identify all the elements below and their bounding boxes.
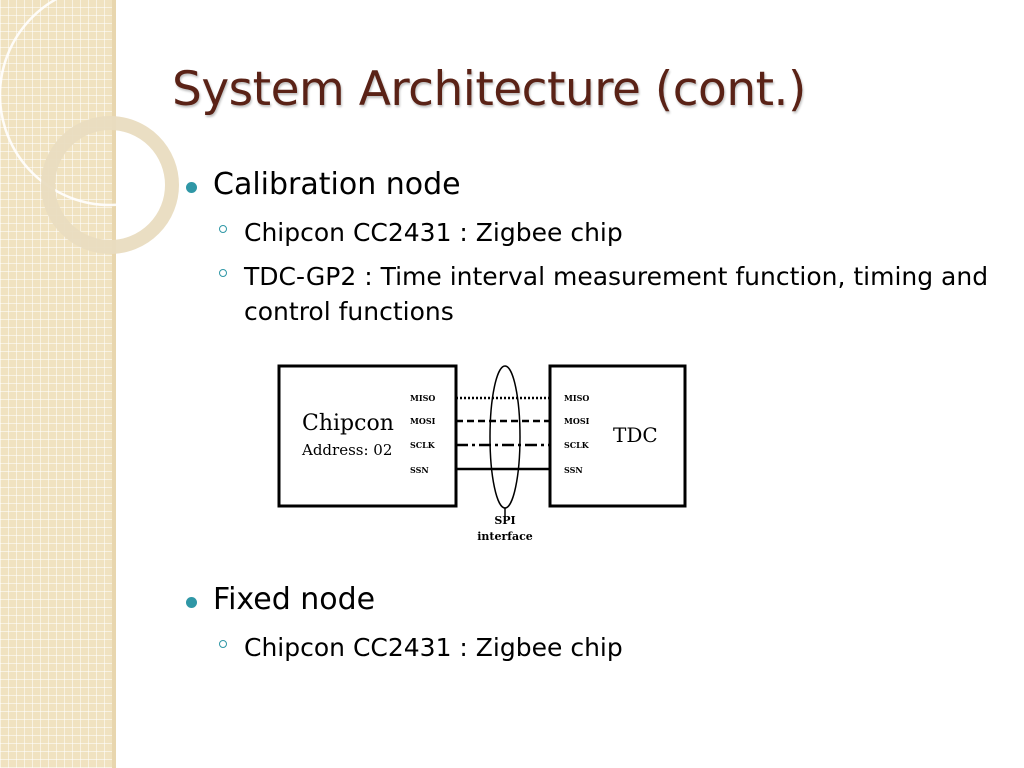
signal-label-left: SSN: [410, 465, 429, 475]
spi-bundle-ellipse: [489, 365, 521, 509]
bullet-label: Calibration node: [213, 167, 461, 202]
sub-bullet-ring-icon: [219, 269, 227, 277]
signal-label-right: SSN: [564, 465, 583, 475]
signal-label-left: MOSI: [410, 416, 436, 426]
chipcon-block: [277, 364, 458, 508]
slide-title: System Architecture (cont.): [172, 62, 806, 117]
signal-label-right: MISO: [564, 393, 589, 403]
signal-label-left: MISO: [410, 393, 435, 403]
chipcon-address: Address: 02: [301, 441, 392, 459]
sub-bullet-ring-icon: [219, 225, 227, 233]
tdc-label: TDC: [613, 423, 658, 447]
sub-bullet-text: Chipcon CC2431 : Zigbee chip: [244, 633, 623, 662]
spi-diagram: Chipcon Address: 02 TDC MISO MOSI SCLK S…: [277, 364, 687, 543]
spi-label: SPI: [494, 514, 515, 527]
signal-label-right: MOSI: [564, 416, 590, 426]
sub-bullet-text: TDC-GP2 : Time interval measurement func…: [244, 262, 989, 326]
bullet-label: Fixed node: [213, 582, 376, 617]
chipcon-label: Chipcon: [302, 411, 394, 436]
signal-label-right: SCLK: [564, 440, 590, 450]
bullet-dot-icon: [186, 182, 197, 193]
tdc-block: [548, 364, 687, 508]
signal-label-left: SCLK: [410, 440, 436, 450]
sub-bullet-ring-icon: [219, 640, 227, 648]
sub-bullet-text: Chipcon CC2431 : Zigbee chip: [244, 218, 623, 247]
interface-label: interface: [477, 530, 533, 543]
decorative-circles: [0, 0, 222, 254]
bullet-dot-icon: [186, 597, 197, 608]
side-strip-edge: [112, 0, 116, 768]
